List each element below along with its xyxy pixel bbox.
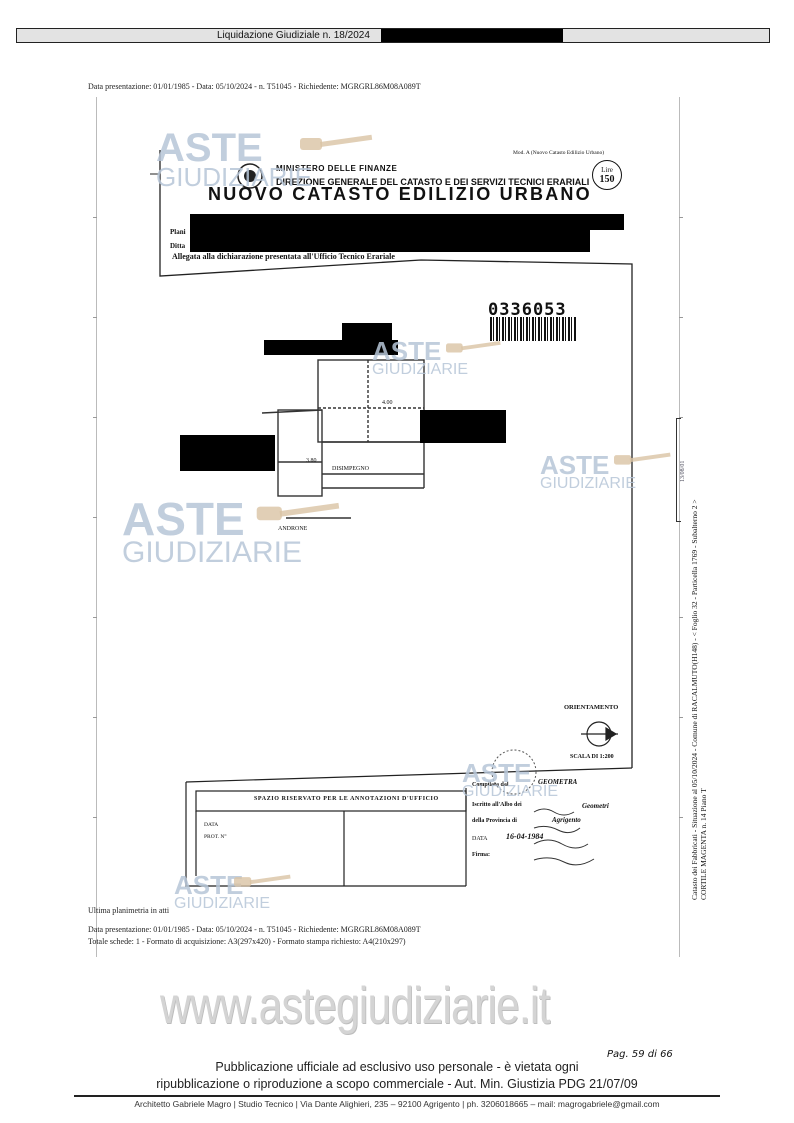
room-label: DISIMPEGNO xyxy=(332,466,370,472)
date-value: 16-04-1984 xyxy=(506,832,544,841)
scanned-cadastral-plan: Mod. A (Nuovo Catasto Edilizio Urbano) L… xyxy=(146,128,634,950)
document-code: 0336053 xyxy=(488,300,567,320)
dimension-label: 4.00 xyxy=(382,400,393,406)
gavel-icon xyxy=(446,340,501,353)
cadastral-address-line: CORTILE MAGENTA n. 14 Piano T xyxy=(699,788,708,900)
barcode xyxy=(490,317,576,341)
aste-watermark: ASTE GIUDIZIARIE xyxy=(156,128,312,190)
dimension-label: 3.80 xyxy=(306,458,317,464)
watermark-brand: ASTE xyxy=(122,493,245,545)
geometri-label: Geometri xyxy=(582,802,609,810)
compiled-by-label: Compilata dal xyxy=(472,782,509,788)
presentation-info-bottom: Data presentazione: 01/01/1985 - Data: 0… xyxy=(88,925,421,934)
page-number: Pag. 59 di 66 xyxy=(607,1049,673,1060)
side-bracket xyxy=(676,418,681,522)
plan-drawing xyxy=(150,150,633,887)
watermark-brand: ASTE xyxy=(372,336,442,366)
register-label: Iscritto all'Albo dei xyxy=(472,802,522,808)
watermark-brand-sub: GIUDIZIARIE xyxy=(372,361,469,378)
redacted-block xyxy=(420,410,506,443)
plan-label: Plani xyxy=(170,228,186,236)
protocol-label: PROT. N° xyxy=(204,834,227,840)
watermark-brand: ASTE xyxy=(174,870,244,900)
lire-value: 150 xyxy=(599,174,615,185)
aste-watermark: ASTE GIUDIZIARIE xyxy=(540,452,636,492)
province-value: Agrigento xyxy=(552,816,581,824)
watermark-brand: ASTE xyxy=(156,126,263,170)
watermark-brand: ASTE xyxy=(462,758,532,788)
redacted-block xyxy=(264,340,398,355)
case-title: Liquidazione Giudiziale n. 18/2024 xyxy=(217,30,370,41)
date-field-label: DATA xyxy=(472,836,488,842)
office-annotation-title: SPAZIO RISERVATO PER LE ANNOTAZIONI D'UF… xyxy=(254,796,439,802)
redacted-block xyxy=(342,323,392,341)
redacted-block xyxy=(180,435,275,471)
scale-label: SCALA DI 1:200 xyxy=(570,754,614,760)
side-date: 13/08/01 xyxy=(680,460,686,482)
gavel-icon xyxy=(256,502,340,521)
document-header-bar: Liquidazione Giudiziale n. 18/2024 xyxy=(16,28,770,43)
footer-divider xyxy=(74,1095,720,1097)
gavel-icon xyxy=(234,874,291,887)
cadastral-sheet-frame xyxy=(93,97,683,957)
data-label: DATA xyxy=(204,822,219,828)
publication-notice-line1: Pubblicazione ufficiale ad esclusivo uso… xyxy=(215,1060,579,1074)
lire-label: Lire xyxy=(601,166,613,174)
stair-label: ANDRONE xyxy=(278,526,308,532)
redacted-block xyxy=(190,214,624,230)
redacted-block xyxy=(190,228,590,252)
watermark-brand-sub: GIUDIZIARIE xyxy=(462,783,559,800)
presentation-info-top: Data presentazione: 01/01/1985 - Data: 0… xyxy=(88,82,421,91)
orientation-label: ORIENTAMENTO xyxy=(564,704,619,711)
province-label: della Provincia di xyxy=(472,818,517,824)
aste-watermark: ASTE GIUDIZIARIE xyxy=(462,760,558,800)
signature-label: Firma: xyxy=(472,852,490,858)
site-watermark: www.astegiudiziarie.it xyxy=(160,977,550,1035)
watermark-brand-sub: GIUDIZIARIE xyxy=(122,536,303,569)
lire-stamp: Lire 150 xyxy=(592,160,622,190)
aste-watermark: ASTE GIUDIZIARIE xyxy=(372,338,468,378)
cadastral-situation-line: Catasto dei Fabbricati - Situazione al 0… xyxy=(690,499,699,900)
last-plan-note: Ultima planimetria in atti xyxy=(88,906,170,915)
geometra-label: GEOMETRA xyxy=(538,778,578,786)
gavel-icon xyxy=(614,452,671,465)
totals-info: Totale schede: 1 - Formato di acquisizio… xyxy=(88,937,406,946)
watermark-brand-sub: GIUDIZIARIE xyxy=(156,162,313,192)
allegata-text: Allegata alla dichiarazione presentata a… xyxy=(172,252,395,261)
footer-contact: Architetto Gabriele Magro | Studio Tecni… xyxy=(134,1099,660,1109)
ditta-label: Ditta xyxy=(170,242,186,250)
publication-notice-line2: ripubblicazione o riproduzione a scopo c… xyxy=(156,1077,638,1091)
watermark-brand-sub: GIUDIZIARIE xyxy=(540,475,637,492)
gavel-icon xyxy=(300,134,373,150)
ministry-direction: DIREZIONE GENERALE DEL CATASTO E DEI SER… xyxy=(276,177,590,187)
cadastral-situation-text: Catasto dei Fabbricati - Situazione al 0… xyxy=(690,499,708,900)
model-text: Mod. A (Nuovo Catasto Edilizio Urbano) xyxy=(513,150,605,156)
aste-watermark: ASTE GIUDIZIARIE xyxy=(174,872,270,912)
form-title: NUOVO CATASTO EDILIZIO URBANO xyxy=(208,184,592,204)
redacted-block xyxy=(381,29,563,42)
watermark-brand-sub: GIUDIZIARIE xyxy=(174,895,271,912)
aste-watermark: ASTE GIUDIZIARIE xyxy=(122,496,302,568)
ministry-name: MINISTERO DELLE FINANZE xyxy=(276,164,398,173)
watermark-brand: ASTE xyxy=(540,450,610,480)
